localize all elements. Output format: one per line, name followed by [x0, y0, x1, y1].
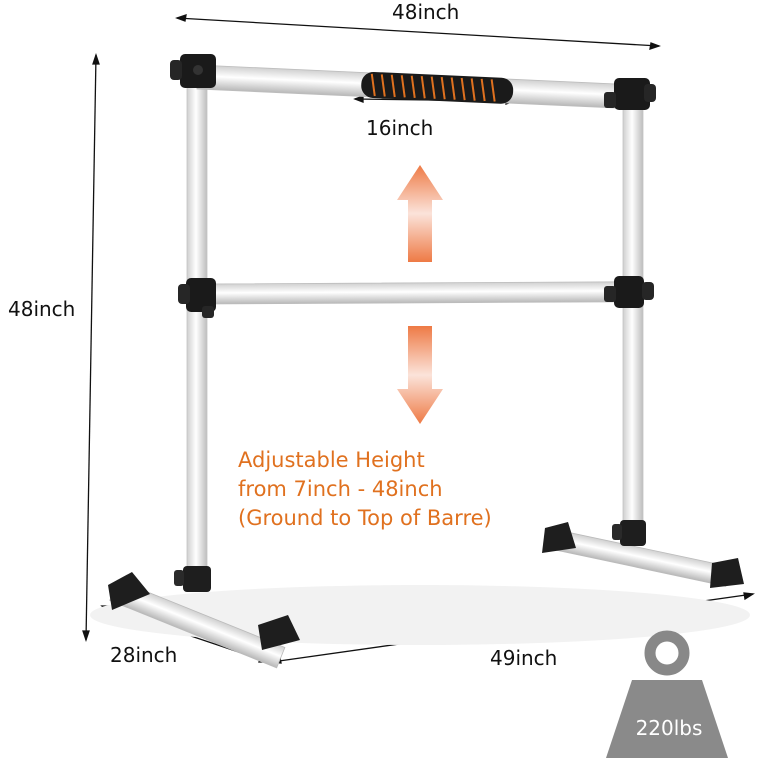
dimension-line-height: [82, 52, 100, 643]
base-length-label: 49inch: [490, 646, 558, 670]
middle-barre: [203, 281, 625, 305]
floor-shadow: [90, 585, 750, 645]
adjust-line-3: (Ground to Top of Barre): [238, 506, 492, 530]
adjust-line-2: from 7inch - 48inch: [238, 477, 443, 501]
weight-capacity-label: 220lbs: [635, 716, 703, 740]
right-upright: [622, 91, 644, 545]
back-foot-left: [542, 522, 576, 553]
top-left-connector: [170, 54, 216, 88]
base-depth-label: 28inch: [110, 643, 178, 667]
up-down-arrow-icon: [397, 165, 443, 424]
front-foot-right: [258, 615, 300, 650]
left-upright: [186, 77, 208, 591]
front-base: [108, 572, 300, 669]
top-width-label: 48inch: [392, 0, 460, 24]
back-foot-right: [710, 558, 744, 588]
height-label: 48inch: [8, 297, 76, 321]
adjust-line-1: Adjustable Height: [238, 448, 425, 472]
back-base: [542, 522, 744, 588]
back-base-connector: [612, 520, 646, 546]
adjustable-height-text: Adjustable Height from 7inch - 48inch (G…: [238, 446, 492, 533]
middle-left-connector: [178, 278, 216, 318]
weight-icon: [606, 630, 728, 758]
grip-length-label: 16inch: [366, 116, 434, 140]
top-right-connector: [604, 78, 656, 110]
front-base-connector: [174, 566, 211, 592]
dimension-line-top: [175, 14, 661, 50]
foam-grip: [361, 71, 514, 104]
middle-right-connector: [604, 276, 654, 308]
front-foot-left: [108, 572, 150, 610]
